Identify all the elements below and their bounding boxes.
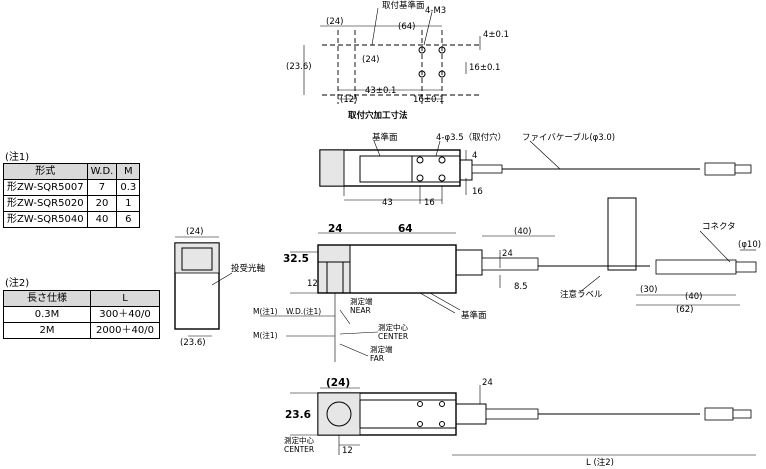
optical-axis-label: 投受光軸 xyxy=(231,263,265,274)
bottom-center-jp: 測定中心 xyxy=(284,435,314,445)
bottom-dim-L: L (注2) xyxy=(586,457,614,468)
mount-hole xyxy=(438,156,446,164)
mount-dim-4: 4±0.1 xyxy=(483,30,509,40)
mount-hole xyxy=(416,174,424,182)
center-jp: 測定中心 xyxy=(378,322,408,332)
mount-dim-236: (23.6) xyxy=(286,62,312,72)
mount-dim-24: (24) xyxy=(326,17,343,27)
connector-label: コネクタ xyxy=(702,222,736,232)
mount-hole xyxy=(438,174,446,182)
model-table: 形式 W.D. M 形ZW-SQR5007 7 0.3 形ZW-SQR5020 … xyxy=(3,163,141,228)
mount-thread: 4-M3 xyxy=(425,6,446,16)
table-row: 2M 2000＋40/0 xyxy=(3,322,160,339)
l-header: L xyxy=(90,290,160,307)
hole-mark xyxy=(438,70,446,78)
fiber-cable-label: ファイバケーブル(φ3.0) xyxy=(522,132,615,143)
mount-dim-16b: 16±0.1 xyxy=(413,95,444,105)
mount-dim-64: (64) xyxy=(398,22,415,32)
far-label: FAR xyxy=(370,354,384,363)
front-dim-62: (62) xyxy=(676,305,693,315)
front-dim-phi10: (φ10) xyxy=(738,240,761,250)
mount-ref-surface: 取付基準面 xyxy=(382,0,425,11)
top-dim-43: 43 xyxy=(382,198,393,208)
mounting-hole-diagram: 取付基準面 (24) (64) 4-M3 4±0.1 (23.6) (24) 1… xyxy=(286,0,509,121)
mount-dim-16: 16±0.1 xyxy=(469,63,500,73)
m-note-top: M(注1) xyxy=(253,306,278,316)
mount-hole xyxy=(416,156,424,164)
center-label: CENTER xyxy=(378,332,408,341)
mount-hole xyxy=(417,401,423,407)
bottom-view: (24) 24 23.6 測定中心 CENTER 12 L (注2) xyxy=(284,377,756,468)
bottom-dim-24b: 24 xyxy=(482,378,493,388)
front-dim-325: 32.5 xyxy=(283,253,309,265)
bottom-dim-12: 12 xyxy=(342,446,353,456)
mount-hole xyxy=(417,421,423,427)
note2-label: (注2) xyxy=(5,278,30,289)
l-cell: 2000＋40/0 xyxy=(90,322,160,339)
caution-label: 注意ラベル xyxy=(560,289,603,300)
front-dim-40b: (40) xyxy=(685,292,702,302)
bottom-dim-24: (24) xyxy=(326,377,350,389)
top-mount-holes: 4-φ3.5（取付穴） xyxy=(436,132,506,143)
top-dim-16: 16 xyxy=(472,187,483,197)
hole-mark xyxy=(418,70,426,78)
bottom-dim-236: 23.6 xyxy=(285,409,311,421)
m-note-bottom: M(注1) xyxy=(253,330,278,340)
wd-note: W.D.(注1) xyxy=(286,306,321,316)
far-jp: 測定端 xyxy=(370,344,393,354)
front-ref-surface: 基準面 xyxy=(461,310,487,321)
hole-mark xyxy=(418,46,426,54)
top-ref-surface: 基準面 xyxy=(372,132,398,143)
note1-label: (注1) xyxy=(5,152,30,163)
front-dim-24: 24 xyxy=(328,223,343,235)
front-view: 24 64 (40) コネクタ (φ10) 32.5 12 24 8.5 注意ラ… xyxy=(253,197,761,363)
top-dim-4: 4 xyxy=(472,151,477,161)
model-cell: 形ZW-SQR5040 xyxy=(3,211,88,228)
m-cell: 6 xyxy=(116,211,141,228)
mount-dim-24b: (24) xyxy=(362,55,379,65)
hole-mark xyxy=(438,46,446,54)
table-row: 形ZW-SQR5040 40 6 xyxy=(3,211,141,228)
length-cell: 2M xyxy=(3,322,91,339)
sensor-window xyxy=(326,401,352,427)
mount-dim-12: (12) xyxy=(340,95,357,105)
length-spec-header: 長さ仕様 xyxy=(3,290,91,307)
front-dim-24b: 24 xyxy=(502,249,513,259)
top-view: 基準面 4-φ3.5（取付穴） ファイバケーブル(φ3.0) 4 16 43 1… xyxy=(319,132,752,208)
front-dim-85: 8.5 xyxy=(514,282,528,292)
wd-header: W.D. xyxy=(86,163,118,180)
end-dim-24: (24) xyxy=(186,227,203,237)
bottom-center-label: CENTER xyxy=(284,445,314,454)
front-dim-30: (30) xyxy=(640,285,657,295)
mount-hole xyxy=(439,421,445,427)
end-dim-236: (23.6) xyxy=(180,338,206,348)
front-dim-64: 64 xyxy=(398,223,413,235)
near-label: NEAR xyxy=(350,306,371,315)
length-table: 長さ仕様 L 0.3M 300＋40/0 2M 2000＋40/0 xyxy=(3,290,160,339)
mount-hole xyxy=(439,401,445,407)
near-jp: 測定端 xyxy=(350,296,373,306)
model-header: 形式 xyxy=(3,163,88,180)
end-view: (24) (23.6) 投受光軸 xyxy=(174,227,265,348)
mount-caption: 取付穴加工寸法 xyxy=(348,110,408,121)
front-dim-12: 12 xyxy=(307,279,318,289)
front-dim-40: (40) xyxy=(514,227,531,237)
top-dim-16b: 16 xyxy=(424,198,435,208)
mount-dim-43: 43±0.1 xyxy=(365,86,396,96)
